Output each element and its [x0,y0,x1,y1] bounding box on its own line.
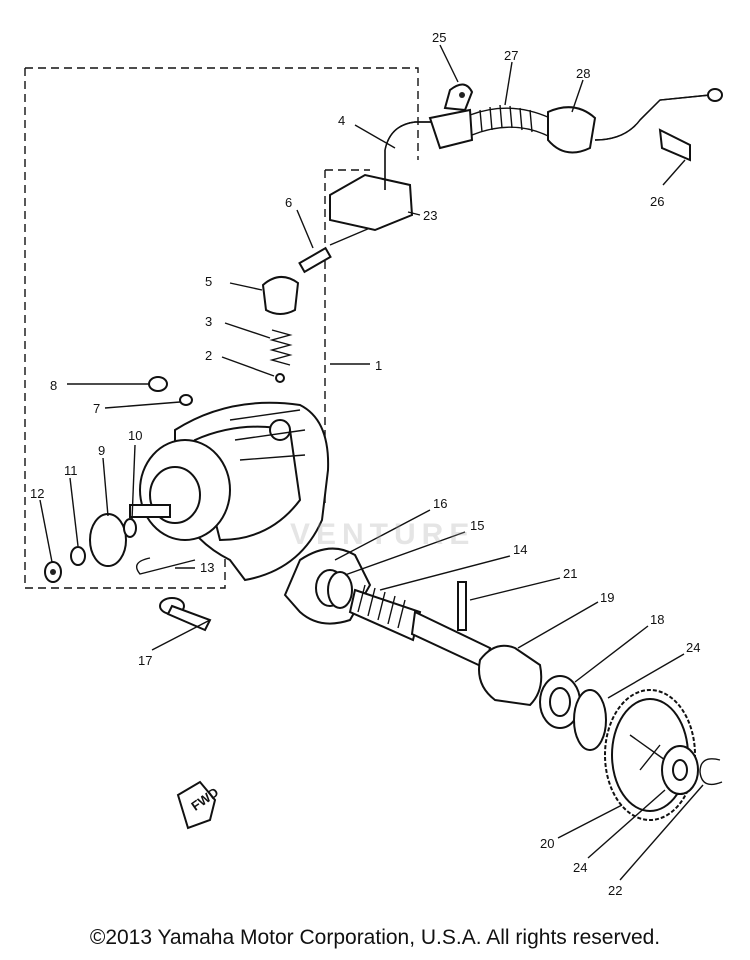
callout-20: 20 [540,836,554,851]
watermark: VENTURE [290,518,476,551]
check-spring [269,329,293,366]
callout-25: 25 [432,30,446,45]
callout-22: 22 [608,883,622,898]
check-ball [275,373,285,383]
oil-seal [327,571,353,609]
bushing [478,644,543,707]
circlip [699,758,723,786]
callout-18: 18 [650,612,664,627]
cable-clamp [443,83,474,112]
callout-8: 8 [50,378,57,393]
fwd-arrow-badge: FWD [176,780,221,830]
drive-pin [457,581,467,631]
callout-3: 3 [205,314,212,329]
callout-13: 13 [200,560,214,575]
washer-10 [123,518,137,538]
callout-12: 12 [30,486,44,501]
callout-16: 16 [433,496,447,511]
callout-19: 19 [600,590,614,605]
thrust-washer-24a [573,689,607,751]
washer-7 [179,394,193,406]
grommet [329,173,414,232]
pump-pulley [129,439,231,541]
adjust-plate [89,513,127,567]
callout-6: 6 [285,195,292,210]
washer-11 [70,546,86,566]
worm-shaft [348,584,492,670]
callout-1: 1 [375,358,382,373]
part-callouts: 25 27 28 4 26 23 6 5 3 2 1 8 7 10 9 11 1… [30,30,700,898]
callout-10: 10 [128,428,142,443]
callout-5: 5 [205,274,212,289]
copyright-notice: ©2013 Yamaha Motor Corporation, U.S.A. A… [89,926,661,949]
callout-24-upper: 24 [686,640,700,655]
leader-lines [39,44,704,881]
bolt-17 [159,597,212,632]
callout-26: 26 [650,194,664,209]
bolt-8 [148,376,168,392]
callout-27: 27 [504,48,518,63]
callout-15: 15 [470,518,484,533]
callout-14: 14 [513,542,527,557]
callout-23: 23 [423,208,437,223]
union-bolt [298,246,332,274]
callout-11: 11 [64,463,78,478]
callout-2: 2 [205,348,212,363]
clip-13 [136,557,196,575]
callout-17: 17 [138,653,152,668]
banjo-union [261,276,300,315]
callout-7: 7 [93,401,100,416]
callout-24-lower: 24 [573,860,587,875]
callout-21: 21 [563,566,577,581]
pump-cable [428,88,723,162]
callout-4: 4 [338,113,345,128]
callout-9: 9 [98,443,105,458]
callout-28: 28 [576,66,590,81]
